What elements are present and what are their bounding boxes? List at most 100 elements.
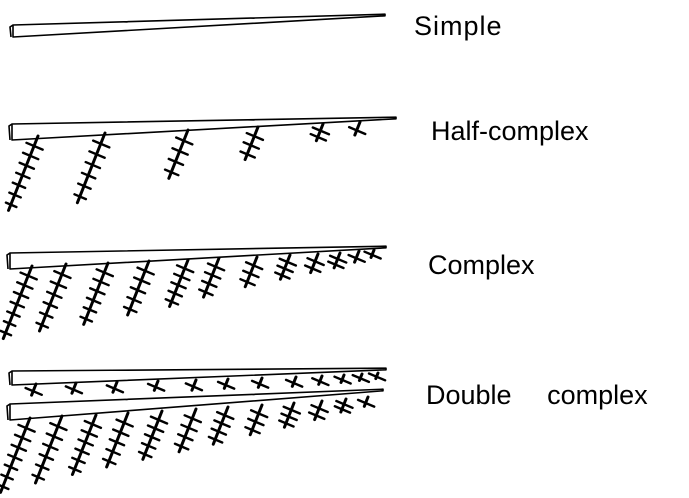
double-complex-lower-branch-7-axis: [211, 405, 230, 446]
double-complex-upper-branch-9-axis: [317, 374, 324, 386]
half-complex-branch-2-leaf: [84, 160, 102, 170]
double-complex-upper-branch-5: [184, 378, 204, 392]
double-complex-lower-branch-8-leaf: [247, 417, 265, 427]
double-complex-lower-branch-1-leaf: [0, 473, 14, 481]
complex-branch-4-leaf: [129, 286, 147, 295]
double-complex-lower-branch-6-leaf: [183, 414, 203, 424]
half-complex-branch-1-axis: [7, 134, 40, 212]
double-complex-upper-branch-6-leaf: [216, 380, 236, 390]
double-complex-upper-branch-6: [216, 377, 236, 390]
half-complex-branch-2-leaf: [88, 150, 106, 159]
double-complex-stem-lower-base: [6, 403, 11, 421]
complex-branch-2-leaf: [53, 269, 72, 280]
half-complex-branch-4-leaf: [245, 131, 265, 142]
double-complex-lower-branch-9-leaf: [278, 419, 295, 428]
complex-branch-6-leaf: [203, 270, 222, 280]
complex-branch-1-leaf: [0, 329, 13, 337]
double-complex-lower-branch-1-leaf: [3, 463, 19, 472]
half-complex-branch-3-leaf: [167, 157, 185, 167]
complex-branch-3: [79, 261, 115, 326]
complex-branch-9-leaf: [306, 256, 325, 267]
complex-branch-3-leaf: [85, 296, 102, 305]
double-complex-upper-branch-2-leaf: [64, 385, 84, 395]
half-complex-branch-2-leaf: [77, 182, 92, 190]
double-complex-lower-branch-2-leaf: [38, 452, 55, 461]
complex-branch-4-leaf: [136, 266, 155, 276]
complex-branch-3-leaf: [79, 315, 94, 323]
double-complex-lower-branch-1-leaf: [17, 423, 36, 433]
double-complex-lower-branch-10-leaf: [307, 411, 326, 421]
double-complex-lower-branch-9-leaf: [282, 405, 302, 415]
double-complex-lower-branch-11-leaf: [335, 399, 354, 410]
double-complex-lower-branch-9: [278, 401, 302, 429]
half-complex-branch-4-leaf: [239, 150, 256, 159]
double-complex-lower-branch-6-leaf: [177, 433, 194, 442]
double-complex-lower-branch-12-leaf: [356, 398, 376, 408]
double-complex-lower-branch-8-leaf: [244, 425, 261, 435]
double-complex-lower-branch-11-leaf: [333, 405, 352, 414]
double-complex-lower-branch-3-leaf: [80, 429, 99, 438]
complex-branch-2-leaf: [35, 321, 50, 329]
complex-branch-8-leaf: [276, 264, 294, 274]
double-complex-lower-branch-2-leaf: [49, 421, 68, 432]
half-complex-branch-5-leaf: [309, 132, 328, 142]
half-complex-branch-1-leaf: [15, 171, 31, 180]
complex-branch-8-leaf: [274, 271, 291, 280]
complex-branch-10: [327, 251, 348, 270]
half-complex-branch-2: [73, 131, 111, 205]
double-complex-upper-branch-12-leaf: [367, 372, 387, 382]
double-complex-lower-branch-7-leaf: [210, 427, 228, 436]
complex-branch-6: [198, 256, 226, 299]
double-complex-upper-branch-11: [351, 372, 371, 384]
complex-branch-1-leaf: [2, 319, 17, 328]
half-complex-branch-4: [239, 125, 265, 162]
double-complex-upper-branch-2-axis: [70, 381, 78, 395]
double-complex-lower-branch-1-leaf: [10, 443, 28, 452]
complex-branch-4-leaf: [126, 295, 142, 304]
half-complex-stem: [11, 116, 397, 141]
label-half-complex: Half-complex: [431, 116, 589, 146]
double-complex-upper-branch-9-leaf: [311, 377, 330, 387]
half-complex-branch-1-leaf: [8, 191, 22, 199]
double-complex-lower-branch-2-leaf: [31, 473, 46, 481]
double-complex-lower-branch-2-leaf: [45, 432, 64, 442]
double-complex-lower-branch-7: [207, 405, 235, 446]
double-complex-upper-branch-7: [250, 376, 270, 389]
half-complex-branch-6: [347, 120, 367, 137]
half-complex-branch-1-leaf: [18, 161, 36, 170]
complex-branch-11: [347, 249, 366, 264]
double-complex-upper-branch-1-leaf: [24, 386, 43, 396]
double-complex-upper-branch-5-axis: [190, 378, 198, 392]
double-complex-lower-branch-3-leaf: [74, 447, 90, 456]
complex-branch-5: [164, 258, 195, 308]
double-complex-lower-branch-5-leaf: [140, 441, 157, 450]
half-complex-stem-base: [8, 123, 13, 141]
complex-branch-11-axis: [353, 249, 361, 264]
complex-branch-6-axis: [202, 256, 221, 299]
double-complex-stem-drawing: [0, 367, 387, 494]
double-complex-upper-branch-9: [311, 374, 330, 387]
double-complex-stem-upper: [11, 367, 387, 386]
double-complex-lower-branch-6-axis: [177, 407, 198, 454]
complex-branch-3-leaf: [92, 277, 110, 287]
double-complex-upper-branch-8-leaf: [284, 378, 304, 388]
complex-branch-9: [303, 252, 325, 275]
complex-branch-12-axis: [369, 248, 376, 259]
double-complex-lower-branch-3-leaf: [83, 419, 103, 430]
half-complex-branch-3-leaf: [174, 136, 194, 146]
double-complex-upper-branch-11-leaf: [351, 373, 371, 384]
double-complex-lower-branch-5-leaf: [146, 424, 165, 434]
complex-branch-9-leaf: [303, 264, 322, 274]
complex-branch-3-leaf: [82, 306, 98, 314]
half-complex-branch-1-leaf: [11, 181, 27, 190]
complex-stem-drawing: [0, 245, 387, 341]
complex-branch-4-leaf: [122, 305, 138, 314]
double-complex-lower-branch-10: [307, 399, 329, 422]
complex-branch-6-leaf: [200, 279, 218, 289]
complex-branch-3-leaf: [95, 268, 115, 278]
double-complex-stem-upper-base: [8, 370, 13, 386]
half-complex-branch-6-axis: [353, 120, 362, 137]
double-complex-upper-branch-2: [64, 381, 84, 395]
